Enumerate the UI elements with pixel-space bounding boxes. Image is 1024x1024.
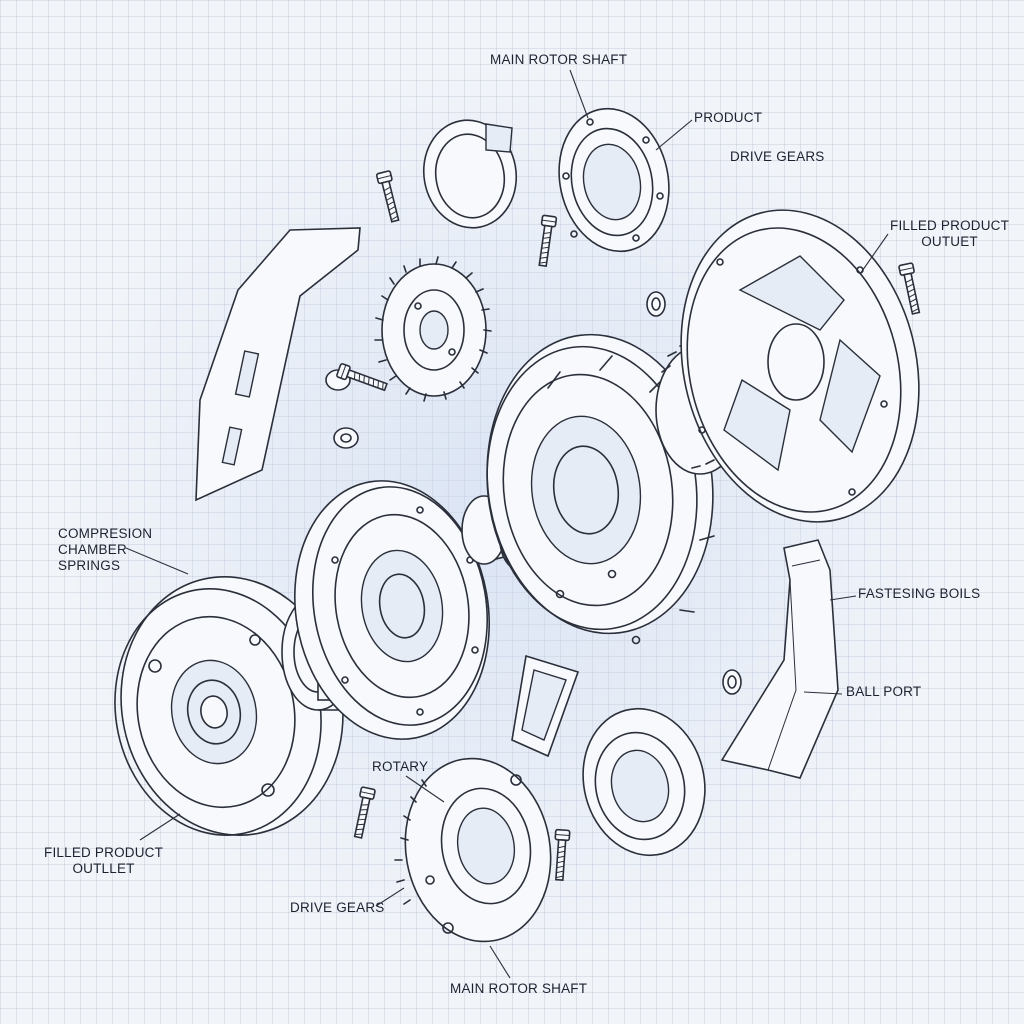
square-gasket (511, 654, 580, 758)
label-rotary: ROTARY (372, 759, 429, 774)
rotary-gear-hub (394, 757, 552, 943)
label-main-rotor-shaft-top: MAIN ROTOR SHAFT (490, 52, 628, 67)
label-drive-gears-top: DRIVE GEARS (730, 149, 825, 164)
label-filled-product-outlet-right: FILLED PRODUCT OUTUET (890, 218, 1010, 249)
label-ball-port: BALL PORT (846, 684, 922, 699)
flange-housing (294, 480, 490, 740)
outlet-flange-plate (680, 209, 920, 523)
split-ring (422, 119, 518, 229)
label-fastening-bolts: FASTESING BOILS (858, 586, 981, 601)
seal-ring (582, 707, 706, 857)
label-main-rotor-shaft-bottom: MAIN ROTOR SHAFT (450, 981, 588, 996)
label-filled-product-outlet-left: FILLED PRODUCT OUTLLET (44, 845, 164, 876)
curved-shoe-left (195, 227, 361, 502)
spur-gear (374, 256, 492, 402)
label-compression-chamber-springs: COMPRESION CHAMBER SPRINGS (58, 526, 153, 573)
bearing-ring (558, 107, 670, 253)
label-drive-gears-bottom: DRIVE GEARS (290, 900, 385, 915)
curved-shoe-right (720, 539, 839, 779)
leader-lines (125, 69, 889, 979)
label-product: PRODUCT (694, 110, 763, 125)
